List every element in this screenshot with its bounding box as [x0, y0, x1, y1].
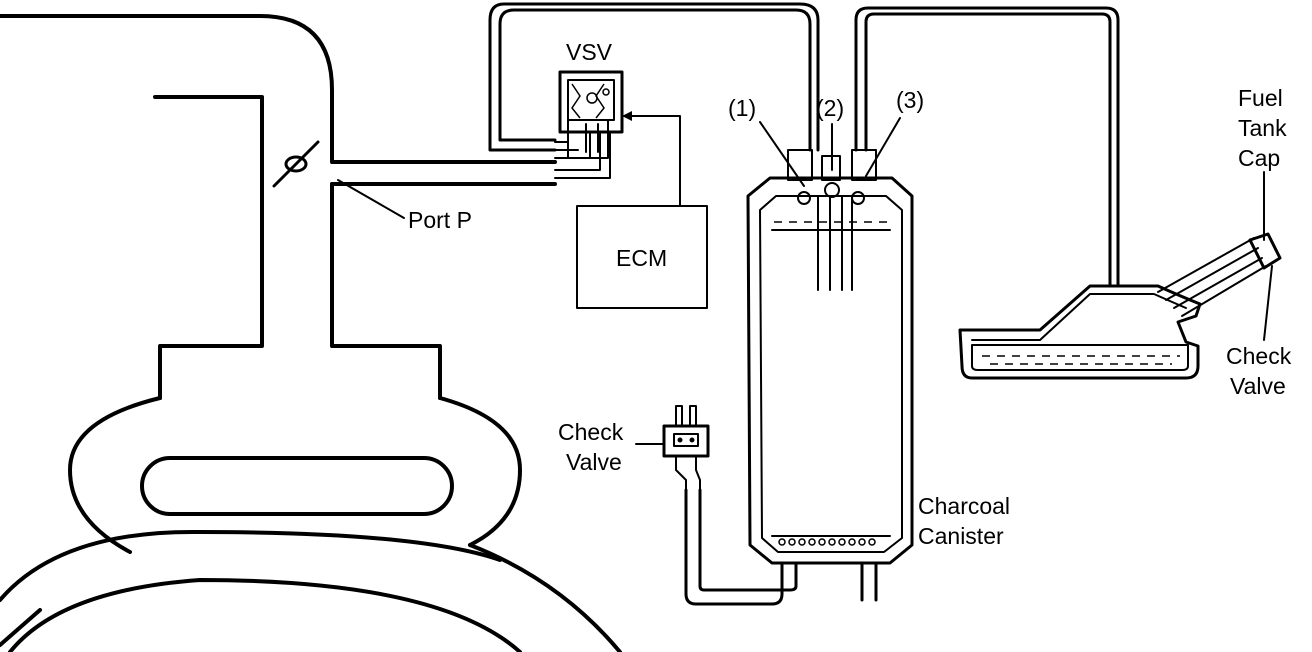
- port-1-label: (1): [728, 95, 756, 121]
- check-valve-left-icon: [662, 405, 710, 491]
- port-2-label: (2): [816, 95, 844, 121]
- charcoal-canister-label-2: Canister: [918, 523, 1004, 549]
- port-p-label: Port P: [408, 207, 472, 233]
- port-3-label: (3): [896, 87, 924, 113]
- fuel-tank-cap-label-3: Cap: [1238, 145, 1280, 171]
- check-valve-left-label-1: Check: [558, 419, 624, 445]
- charcoal-canister-label-1: Charcoal: [918, 493, 1010, 519]
- ecm-box: [576, 205, 708, 309]
- check-valve-right-leader: [1263, 265, 1273, 341]
- vsv-label: VSV: [566, 39, 613, 65]
- check-valve-left-label-2: Valve: [566, 449, 622, 475]
- ecm-label: ECM: [616, 245, 667, 271]
- ecm-signal-line: [627, 115, 681, 207]
- fuel-tank-cap-label-2: Tank: [1238, 115, 1287, 141]
- port-1-leader: [759, 121, 805, 187]
- signal-arrow-icon: [622, 111, 632, 121]
- port-p-leader: [337, 179, 405, 219]
- intake-manifold: [0, 14, 622, 652]
- port-3-leader: [865, 117, 901, 177]
- check-valve-right-label-2: Valve: [1230, 373, 1286, 399]
- fuel-tank-icon: [958, 232, 1282, 380]
- charcoal-canister-icon: [684, 149, 914, 606]
- throttle-valve-icon: [272, 140, 320, 188]
- check-valve-right-label-1: Check: [1226, 343, 1292, 369]
- vsv-icon: [554, 70, 624, 179]
- fuel-tank-cap-label-1: Fuel: [1238, 85, 1283, 111]
